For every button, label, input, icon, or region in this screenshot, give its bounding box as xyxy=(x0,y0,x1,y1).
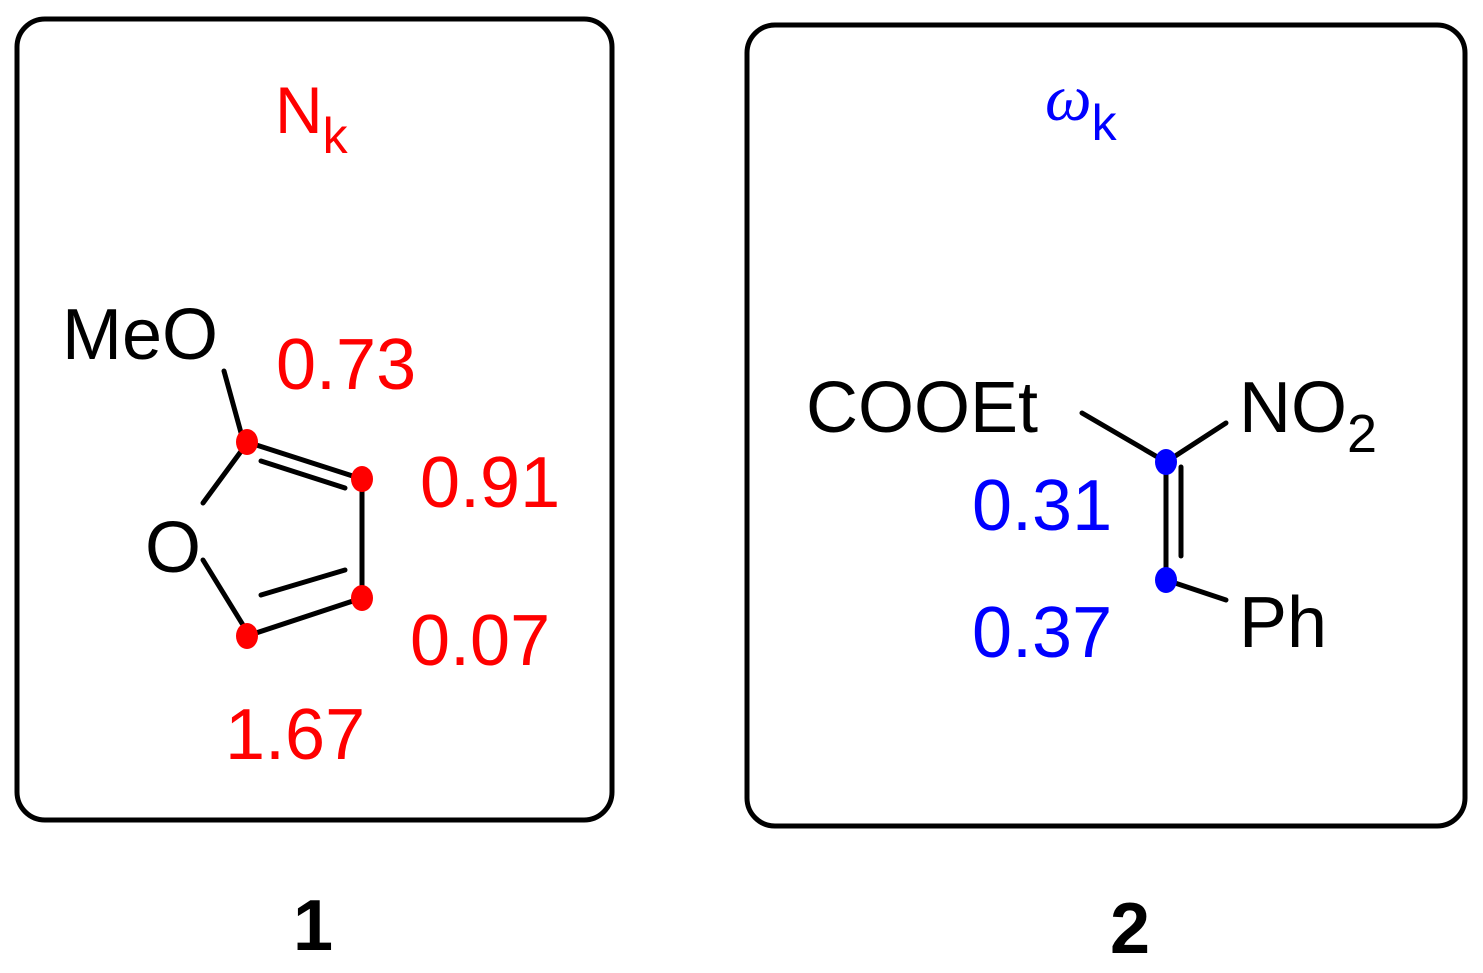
ring-oxygen-label: O xyxy=(145,508,201,588)
reactive-site-markers-2 xyxy=(1155,449,1177,593)
ester-label: COOEt xyxy=(806,368,1038,448)
site-dot-c2 xyxy=(236,429,258,455)
site-dot-c-beta xyxy=(1155,567,1177,593)
compound-number-1: 1 xyxy=(293,886,333,966)
alkene-bonds xyxy=(1079,410,1229,603)
panel-1-index-title: Nk xyxy=(275,73,349,164)
furan-ring-bonds xyxy=(200,368,365,639)
panel-2-frame xyxy=(744,22,1468,829)
site-dot-c4 xyxy=(351,585,373,611)
site-dot-c-alpha xyxy=(1155,449,1177,475)
site-dot-c3 xyxy=(351,466,373,492)
methoxy-label: MeO xyxy=(62,295,218,375)
panel-2-electrophilicity: ωk COOEt NO2 Ph 0.31 0.37 2 xyxy=(744,22,1468,969)
panel-1-frame xyxy=(14,16,615,823)
reactive-site-markers xyxy=(236,429,373,649)
value-c4: 0.07 xyxy=(410,601,550,681)
value-c-beta: 0.37 xyxy=(972,593,1112,673)
panel-1-nucleophilicity: Nk MeO O 0.73 0.91 0. xyxy=(14,16,615,966)
compound-number-2: 2 xyxy=(1110,889,1150,969)
phenyl-label: Ph xyxy=(1239,583,1327,663)
value-c5: 1.67 xyxy=(225,695,365,775)
value-c3: 0.91 xyxy=(420,443,560,523)
nitro-label: NO2 xyxy=(1239,368,1377,464)
panel-2-index-title: ωk xyxy=(1045,62,1118,151)
value-c2: 0.73 xyxy=(276,325,416,405)
site-dot-c5 xyxy=(236,623,258,649)
value-c-alpha: 0.31 xyxy=(972,466,1112,546)
